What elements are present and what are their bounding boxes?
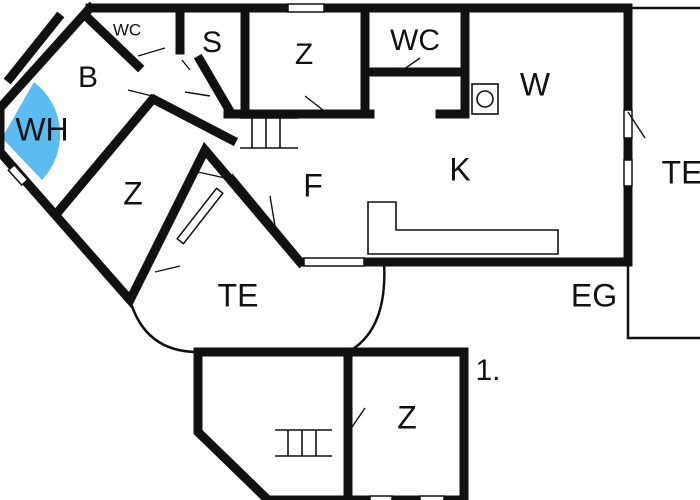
room-label-w: W xyxy=(520,66,551,102)
outer-wall-upper xyxy=(0,1,633,308)
room-label-k: K xyxy=(449,151,470,187)
terrace-curve-left xyxy=(128,299,199,354)
room-label-wh: WH xyxy=(15,111,68,147)
room-label-te-right: TE xyxy=(662,154,700,190)
stairs-icon xyxy=(240,117,298,149)
outer-wall-lower xyxy=(193,347,469,500)
room-label-wc-small: WC xyxy=(113,20,141,39)
room-label-z-left: Z xyxy=(123,175,143,211)
room-label-z-top: Z xyxy=(295,38,313,71)
floor-label: 1. xyxy=(475,354,500,387)
room-label-b: B xyxy=(78,61,98,94)
room-label-te-bottom: TE xyxy=(218,277,259,313)
terrace-curve-right xyxy=(347,261,386,354)
interior-walls xyxy=(3,3,470,269)
kitchen-counter xyxy=(367,201,559,255)
room-label-eg: EG xyxy=(571,277,617,313)
right-wing-outline xyxy=(626,6,700,340)
room-label-f: F xyxy=(303,167,323,203)
whirlpool-icon xyxy=(2,82,61,180)
door-swings xyxy=(127,47,646,431)
windows xyxy=(7,3,633,500)
room-label-s: S xyxy=(202,26,222,59)
room-label-z-lower: Z xyxy=(397,399,417,435)
stairs-icon-lower xyxy=(275,429,332,457)
stove-icon xyxy=(471,83,499,115)
room-label-wc: WC xyxy=(390,24,440,57)
